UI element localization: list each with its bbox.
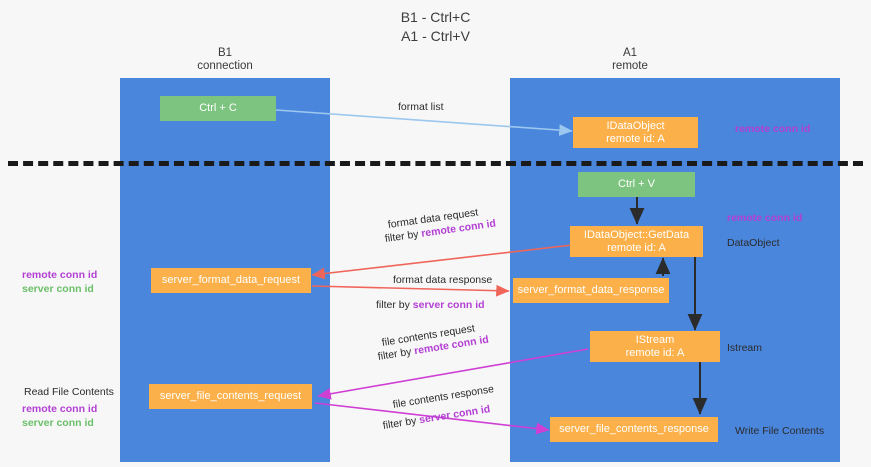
annotation-write-file-contents: Write File Contents [735, 424, 824, 438]
node-istream[interactable]: IStream remote id: A [590, 331, 720, 362]
annotation-left-conn-ids-2: remote conn id server conn id [22, 402, 97, 430]
section-divider [8, 161, 863, 166]
annotation-dataobject: DataObject [727, 236, 780, 250]
annotation-left-server-conn-id: server conn id [22, 283, 94, 295]
node-server-format-data-request[interactable]: server_format_data_request [151, 268, 311, 293]
node-server-file-contents-request-label: server_file_contents_request [159, 390, 302, 402]
node-istream-sub: remote id: A [625, 346, 685, 359]
edge-label-format-data-response-filter: filter by server conn id [376, 299, 485, 312]
annotation-dataobject-text: DataObject [727, 237, 780, 249]
edge-label-format-data-response-text: format data response [393, 274, 493, 286]
title-line-1: B1 - Ctrl+C [400, 9, 471, 25]
page-title: B1 - Ctrl+C A1 - Ctrl+V [0, 8, 871, 46]
node-idataobject-title: IDataObject [606, 119, 665, 132]
annotation-remote-conn-id-top: remote conn id [735, 122, 810, 136]
node-istream-title: IStream [635, 333, 675, 346]
column-header-b1: B1 connection [120, 47, 330, 73]
filter-key-server-conn-id: server conn id [412, 299, 485, 311]
annotation-read-file-contents: Read File Contents [24, 385, 114, 399]
filter-prefix-2: filter by [376, 299, 413, 311]
column-header-a1: A1 remote [510, 47, 750, 73]
node-idataobject[interactable]: IDataObject remote id: A [573, 117, 698, 148]
annotation-write-file-contents-text: Write File Contents [735, 425, 825, 437]
node-idataobject-sub: remote id: A [606, 132, 665, 145]
annotation-left-remote-conn-id-2: remote conn id [22, 403, 98, 415]
node-ctrl-c-label: Ctrl + C [199, 102, 237, 114]
edge-label-format-data-response: format data response [393, 274, 492, 287]
edge-label-format-list-text: format list [398, 101, 444, 113]
column-header-a1-sub: remote [612, 60, 648, 72]
filter-prefix-4: filter by [381, 414, 421, 432]
annotation-remote-conn-id-mid-text: remote conn id [727, 212, 803, 224]
node-getdata-sub: remote id: A [607, 241, 666, 254]
node-server-file-contents-response-label: server_file_contents_response [559, 423, 709, 435]
annotation-left-conn-ids: remote conn id server conn id [22, 268, 97, 296]
node-getdata-title: IDataObject::GetData [583, 228, 690, 241]
annotation-left-server-conn-id-2: server conn id [22, 417, 94, 429]
node-ctrl-c[interactable]: Ctrl + C [160, 96, 276, 121]
annotation-left-remote-conn-id: remote conn id [22, 269, 98, 281]
node-server-format-data-response-label: server_format_data_response [517, 284, 665, 296]
annotation-istream: Istream [727, 341, 762, 355]
annotation-remote-conn-id-mid: remote conn id [727, 211, 802, 225]
node-server-file-contents-request[interactable]: server_file_contents_request [149, 384, 312, 409]
annotation-read-file-contents-text: Read File Contents [24, 386, 114, 398]
annotation-istream-text: Istream [727, 342, 763, 354]
node-server-format-data-response[interactable]: server_format_data_response [513, 278, 669, 303]
filter-key-server-conn-id-2: server conn id [418, 403, 492, 427]
node-ctrl-v-label: Ctrl + V [618, 178, 655, 190]
node-ctrl-v[interactable]: Ctrl + V [578, 172, 695, 197]
column-header-a1-name: A1 [622, 47, 638, 59]
node-idataobject-getdata[interactable]: IDataObject::GetData remote id: A [570, 226, 703, 257]
annotation-remote-conn-id-top-text: remote conn id [735, 123, 811, 135]
node-server-format-data-request-label: server_format_data_request [161, 274, 301, 286]
column-header-b1-sub: connection [197, 60, 253, 72]
column-header-b1-name: B1 [217, 47, 233, 59]
node-server-file-contents-response[interactable]: server_file_contents_response [550, 417, 718, 442]
title-line-2: A1 - Ctrl+V [401, 28, 470, 44]
edge-label-format-list: format list [398, 101, 444, 114]
